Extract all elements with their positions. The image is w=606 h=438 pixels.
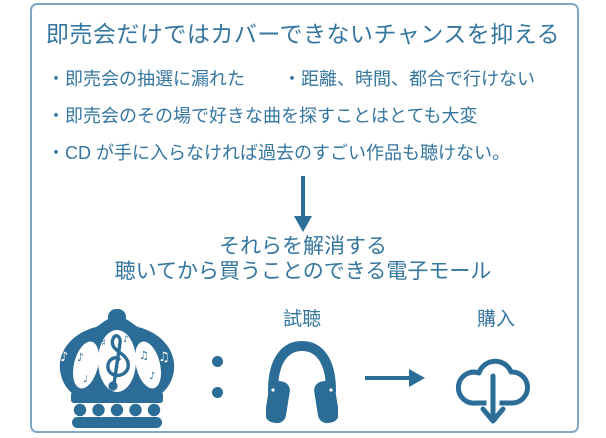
- colon-dot: [212, 387, 223, 398]
- problem-bullet: ・距離、時間、都合で行けない: [283, 69, 535, 89]
- svg-text:♩: ♩: [83, 374, 88, 385]
- crown-music-logo-icon: ♪ ♫ ♪ ♩ ♫ ♪ ♯ ♪: [59, 309, 175, 428]
- arrow-right-icon: [365, 369, 425, 387]
- svg-text:♫: ♫: [139, 349, 149, 362]
- svg-text:♯: ♯: [101, 338, 106, 349]
- listen-label: 試聴: [282, 309, 321, 330]
- svg-text:♪: ♪: [149, 371, 155, 382]
- svg-text:♪: ♪: [123, 335, 129, 345]
- solution-line-2: 聴いてから買うことのできる電子モール: [114, 260, 492, 283]
- problem-bullet: ・CD が手に入らなければ過去のすごい作品も聴けない。: [47, 143, 510, 163]
- solution-text: それらを解消する 聴いてから買うことのできる電子モール: [0, 234, 606, 284]
- colon-separator: [212, 356, 224, 404]
- arrow-down-icon: [294, 176, 312, 232]
- headphones-icon: [266, 340, 338, 424]
- treble-clef-icon: [106, 334, 130, 391]
- svg-text:♪: ♪: [77, 351, 84, 364]
- purchase-label: 購入: [476, 309, 515, 330]
- cloud-download-icon: [455, 358, 531, 426]
- slide-title: 即売会だけではカバーできないチャンスを抑える: [45, 21, 561, 47]
- svg-text:♫: ♫: [158, 350, 170, 365]
- svg-text:♪: ♪: [60, 350, 68, 365]
- problem-bullet: ・即売会のその場で好きな曲を探すことはとても大変: [47, 106, 478, 126]
- solution-line-1: それらを解消する: [219, 235, 387, 258]
- problem-bullet: ・即売会の抽選に漏れた: [47, 69, 245, 89]
- colon-dot: [212, 356, 223, 367]
